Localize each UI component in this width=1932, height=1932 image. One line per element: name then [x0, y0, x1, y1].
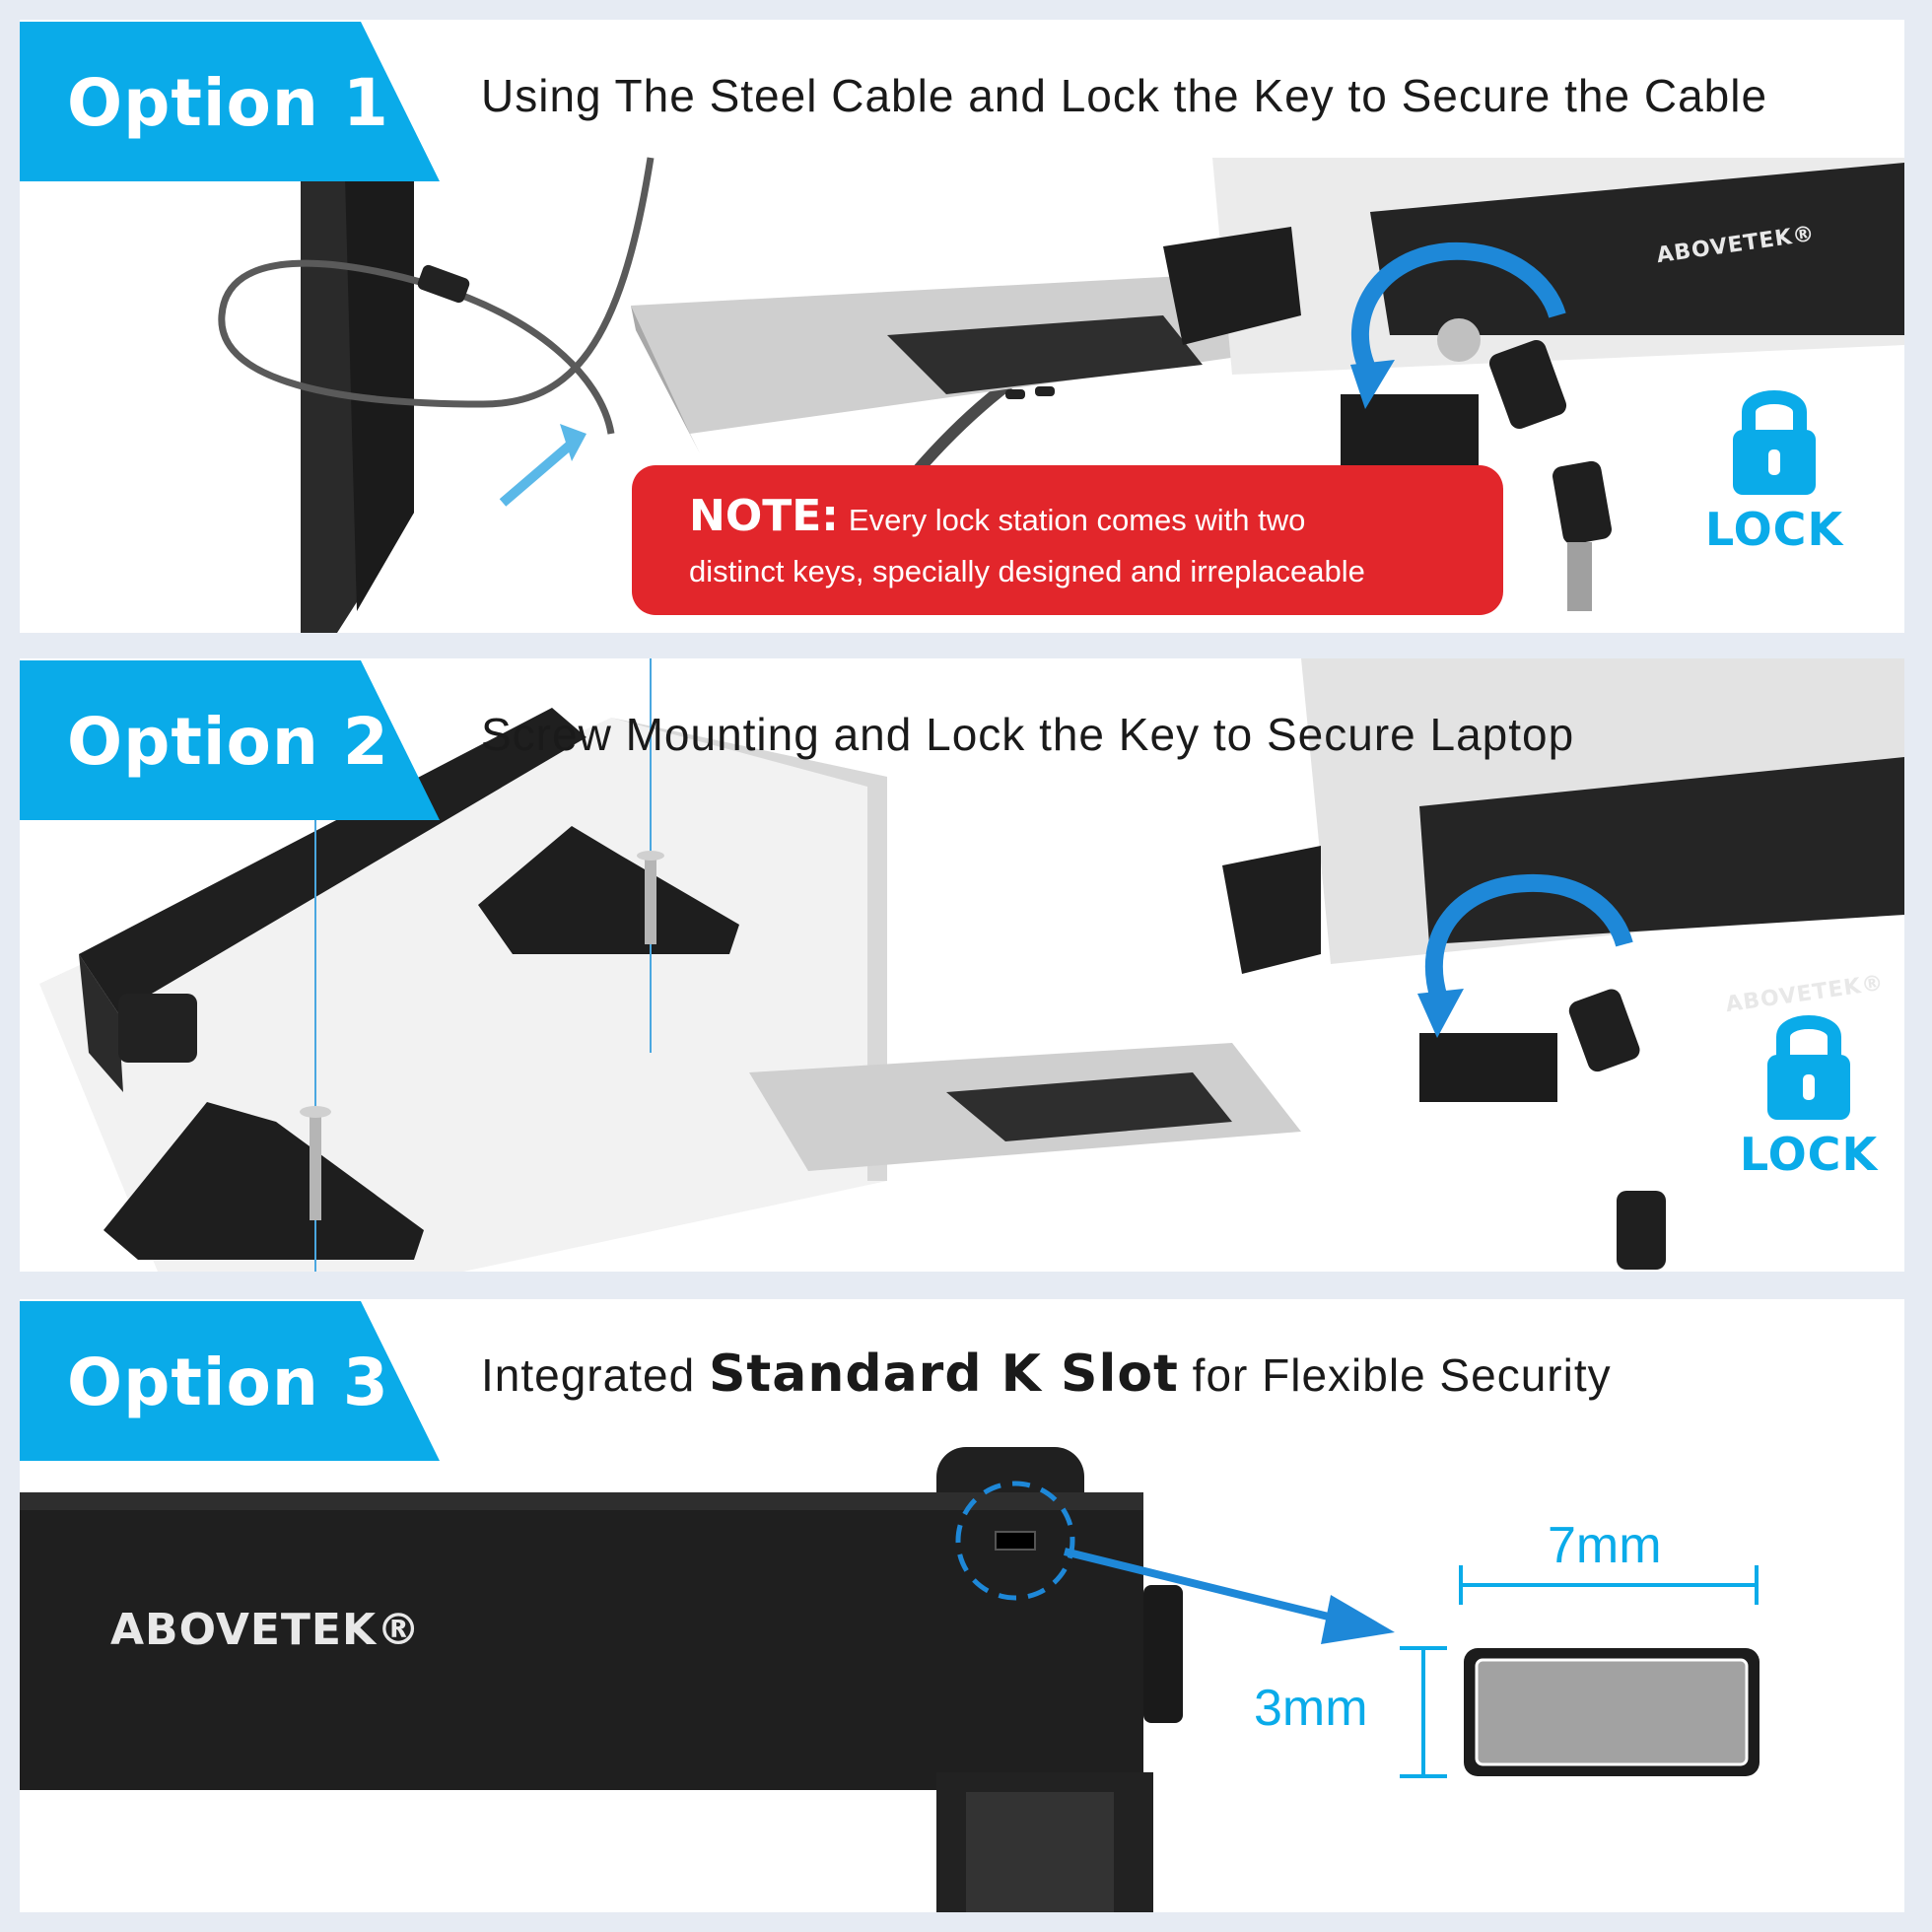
headline-bold: Standard K Slot	[708, 1345, 1179, 1404]
lock-label: LOCK	[1739, 1128, 1879, 1181]
option-3-tag: Option 3	[20, 1301, 440, 1461]
option-3-panel: Option 3 Integrated Standard K Slot for …	[20, 1299, 1904, 1912]
slot-width-label: 7mm	[1548, 1517, 1662, 1574]
option-3-headline: Integrated Standard K Slot for Flexible …	[481, 1345, 1612, 1404]
option-1-label: Option 1	[67, 65, 389, 141]
option-2-label: Option 2	[67, 704, 389, 780]
lock-label: LOCK	[1704, 503, 1844, 556]
note-text-1: Every lock station comes with two	[848, 503, 1306, 537]
option-3-label: Option 3	[67, 1345, 389, 1420]
padlock-icon	[1767, 1015, 1850, 1120]
option-1-illustration	[218, 157, 1904, 633]
padlock-icon	[1733, 390, 1816, 495]
note-line-1: NOTE: Every lock station comes with two	[689, 491, 1305, 541]
note-callout: NOTE: Every lock station comes with two d…	[632, 465, 1503, 615]
note-label: NOTE:	[689, 491, 839, 541]
option-2-panel: Option 2 Screw Mounting and Lock the Key…	[20, 658, 1904, 1272]
lock-badge: LOCK	[1730, 1001, 1888, 1181]
headline-pre: Integrated	[481, 1349, 709, 1401]
lock-badge: LOCK	[1695, 377, 1853, 556]
option-2-tag: Option 2	[20, 660, 440, 820]
option-1-panel: Option 1 Using The Steel Cable and Lock …	[20, 20, 1904, 633]
headline-post: for Flexible Security	[1178, 1349, 1612, 1401]
option-1-tag: Option 1	[20, 22, 440, 181]
slot-height-label: 3mm	[1254, 1680, 1368, 1737]
option-2-headline: Screw Mounting and Lock the Key to Secur…	[481, 709, 1575, 760]
option-2-illustration	[39, 658, 1904, 1272]
brand-logo: ABOVETEK®	[110, 1605, 422, 1655]
option-1-headline: Using The Steel Cable and Lock the Key t…	[481, 70, 1768, 121]
option-3-illustration	[20, 1447, 1760, 1912]
note-text-2: distinct keys, specially designed and ir…	[689, 554, 1365, 588]
